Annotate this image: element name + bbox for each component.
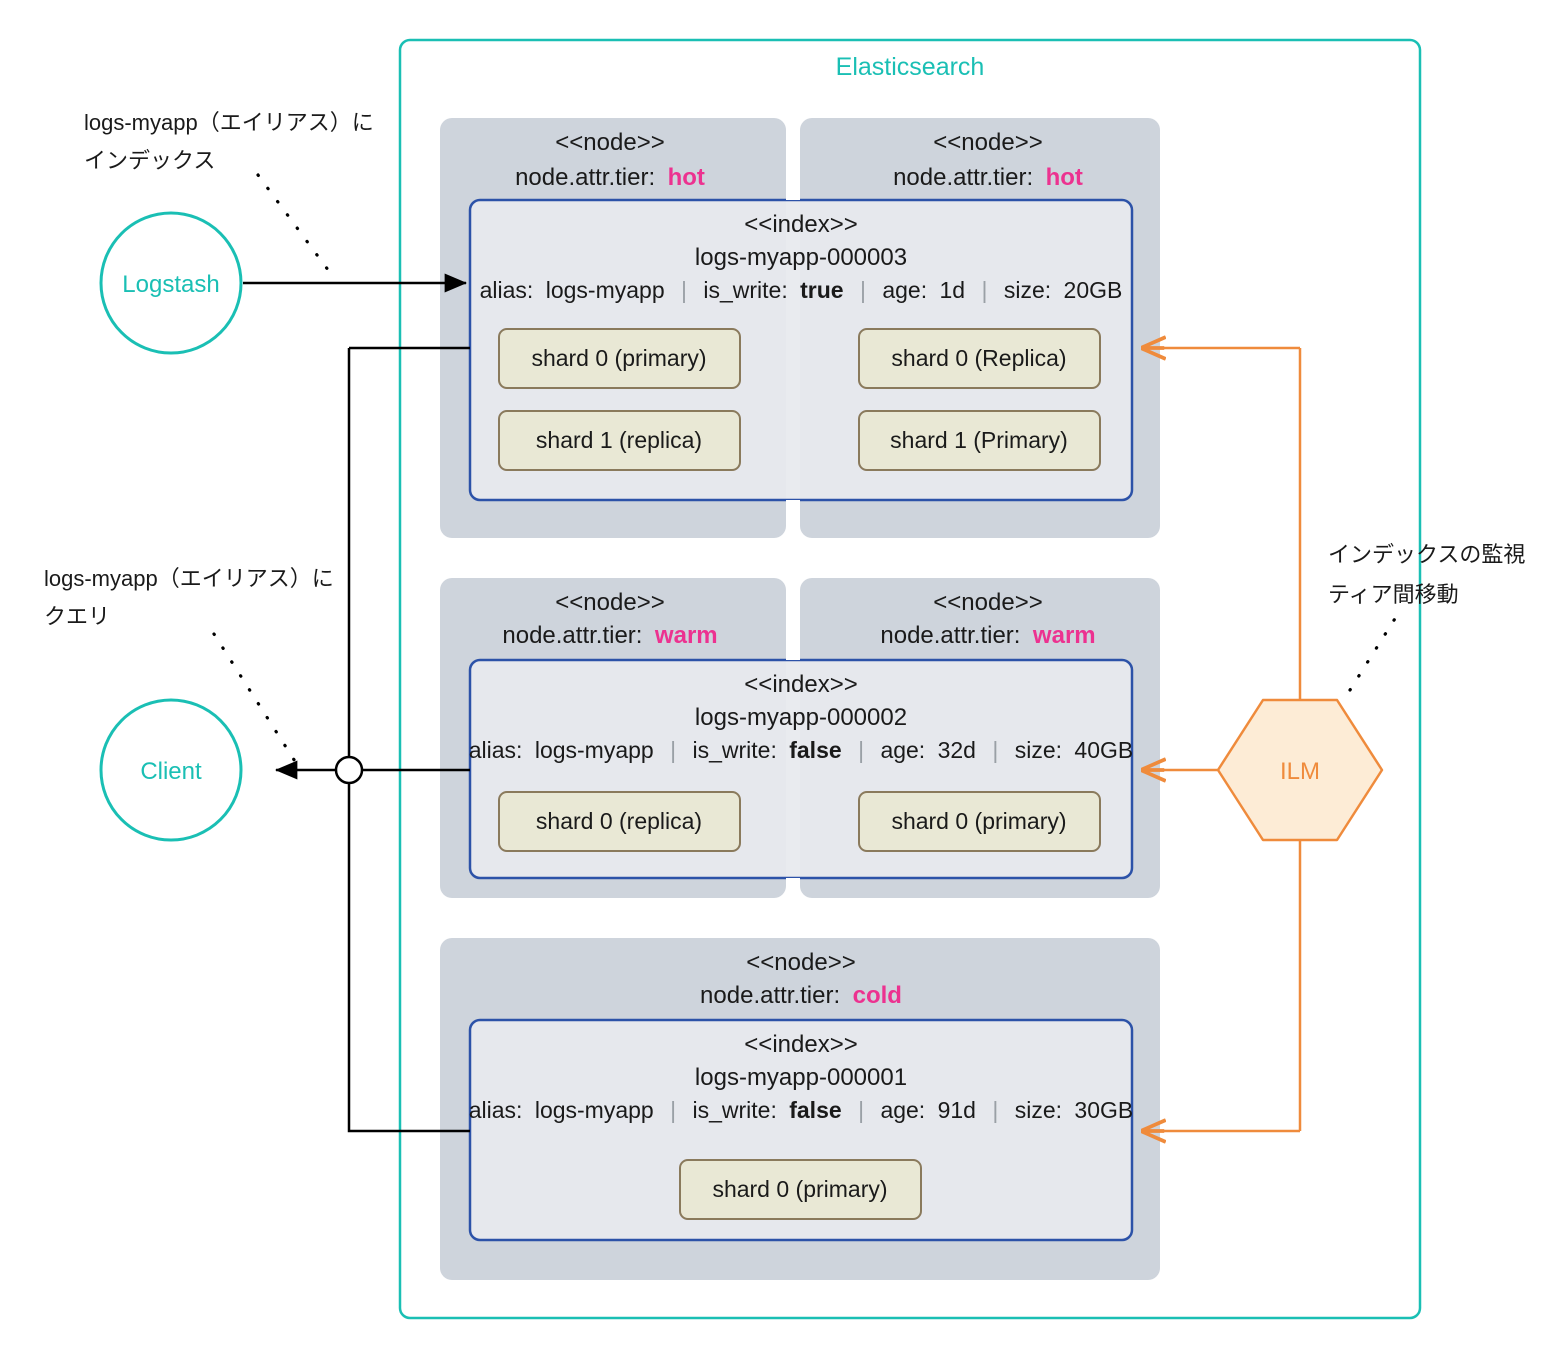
index-cold-alias-key: alias: [469,1097,523,1123]
ilm-hexagon[interactable] [1216,698,1384,842]
shard-label: shard 0 (primary) [891,808,1066,834]
index-hot-alias-key: alias: [480,277,534,303]
node-hot-1-attr-value: hot [668,164,705,191]
ilm-label: ILM [1280,758,1320,785]
index-hot-alias-value: logs-myapp [546,277,665,303]
shard-box[interactable] [858,410,1101,471]
node-hot-1-attr-key: node.attr.tier: [515,164,655,191]
index-cold-iswrite-value: false [789,1097,841,1123]
shard-label: shard 1 (Primary) [890,427,1068,453]
index-warm-iswrite-value: false [789,737,841,763]
shard-label: shard 1 (replica) [536,427,702,453]
index-hot-meta: alias: logs-myapp | is_write: true | age… [480,277,1123,303]
shard-label: shard 0 (primary) [531,345,706,371]
container-title: Elasticsearch [836,53,985,81]
index-cold-age-value: 91d [938,1097,976,1123]
index-warm-size-key: size: [1015,737,1062,763]
index-cold-stereotype: <<index>> [744,1031,857,1058]
node-hot-2-attr-value: hot [1046,164,1083,191]
node-warm-2-stereotype: <<node>> [933,589,1042,616]
index-hot-age-value: 1d [940,277,966,303]
index-hot-iswrite-value: true [800,277,843,303]
index-warm-stereotype: <<index>> [744,671,857,698]
index-warm-iswrite-key: is_write: [692,737,776,763]
node-hot-1-stereotype: <<node>> [555,129,664,156]
index-hot-size-value: 20GB [1064,277,1123,303]
index-cold-size-value: 30GB [1074,1097,1133,1123]
index-hot-age-key: age: [882,277,927,303]
shard-box[interactable] [858,328,1101,389]
node-gap-warm-lower [786,878,800,898]
index-cold-name: logs-myapp-000001 [695,1064,907,1091]
shard-label: shard 0 (primary) [712,1176,887,1202]
index-cold-iswrite-key: is_write: [692,1097,776,1123]
logstash-label: Logstash [122,271,219,298]
node-warm-1-attr-key: node.attr.tier: [502,622,642,649]
index-cold-alias-value: logs-myapp [535,1097,654,1123]
index-cold-meta: alias: logs-myapp | is_write: false | ag… [469,1097,1134,1123]
logstash-note-leader [256,173,336,280]
query-junction-node [334,755,364,785]
client-note-line1: logs-myapp（エイリアス）に [44,566,334,591]
shard-label: shard 0 (Replica) [891,345,1066,371]
index-warm-size-value: 40GB [1074,737,1133,763]
logstash-note-line1: logs-myapp（エイリアス）に [84,110,374,135]
node-cold-1-stereotype: <<node>> [746,949,855,976]
shard-box[interactable] [858,791,1101,852]
index-warm-age-value: 32d [938,737,976,763]
node-warm-1-stereotype: <<node>> [555,589,664,616]
client-note-line2: クエリ [44,604,110,629]
index-warm-meta: alias: logs-myapp | is_write: false | ag… [469,737,1134,763]
node-hot-2-attr: node.attr.tier: hot [893,164,1083,191]
node-warm-2-attr: node.attr.tier: warm [880,622,1095,649]
index-warm-alias-key: alias: [469,737,523,763]
query-bus [274,346,470,1133]
node-gap-hot [786,118,800,200]
node-hot-2-stereotype: <<node>> [933,129,1042,156]
index-hot-stereotype: <<index>> [744,211,857,238]
shard-box[interactable] [498,328,741,389]
node-gap-hot-lower [786,500,800,538]
node-warm-2-attr-key: node.attr.tier: [880,622,1020,649]
ilm-note-line2: ティア間移動 [1328,582,1459,607]
shard-label: shard 0 (replica) [536,808,702,834]
node-cold-1-attr: node.attr.tier: cold [700,982,902,1009]
node-cold-1-attr-value: cold [853,982,902,1009]
node-warm-1-attr-value: warm [654,622,718,649]
node-cold-1-attr-key: node.attr.tier: [700,982,840,1009]
index-hot-name: logs-myapp-000003 [695,244,907,271]
index-warm-name: logs-myapp-000002 [695,704,907,731]
logstash-note-line2: インデックス [84,148,215,173]
index-cold-size-key: size: [1015,1097,1062,1123]
client-circle[interactable] [99,698,243,842]
shard-box[interactable] [498,791,741,852]
shard-box[interactable] [498,410,741,471]
client-label: Client [140,758,202,785]
shard-box[interactable] [679,1159,922,1220]
index-warm-alias-value: logs-myapp [535,737,654,763]
node-hot-2-attr-key: node.attr.tier: [893,164,1033,191]
index-cold-age-key: age: [880,1097,925,1123]
node-gap-warm [786,578,800,660]
index-hot-iswrite-key: is_write: [703,277,787,303]
node-hot-1-attr: node.attr.tier: hot [515,164,705,191]
index-warm-age-key: age: [880,737,925,763]
ilm-note-line1: インデックスの監視 [1328,542,1525,567]
logstash-circle[interactable] [99,211,243,355]
index-hot-size-key: size: [1004,277,1051,303]
node-warm-2-attr-value: warm [1032,622,1096,649]
node-warm-1-attr: node.attr.tier: warm [502,622,717,649]
